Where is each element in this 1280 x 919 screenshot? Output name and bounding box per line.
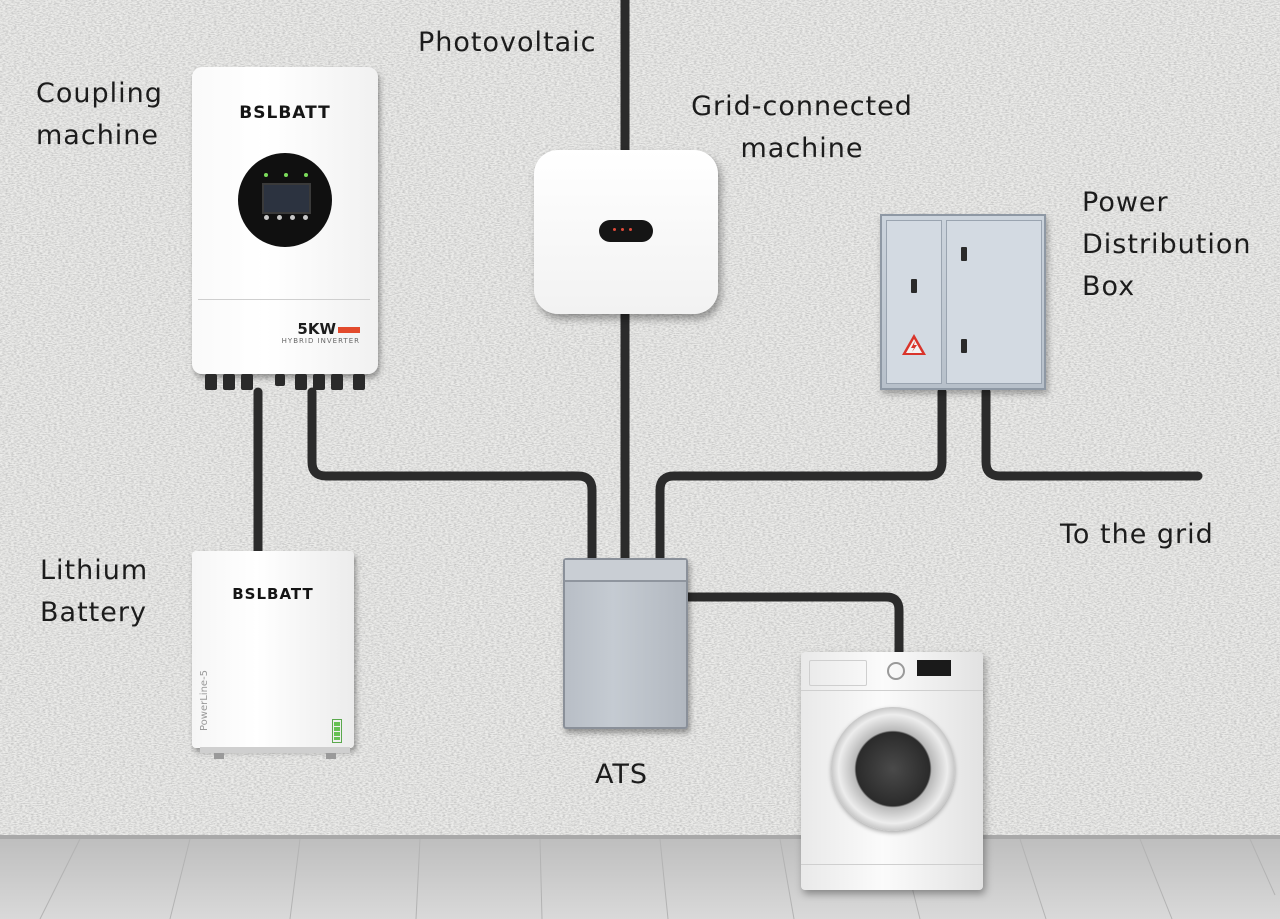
washer-dial-icon — [887, 662, 905, 680]
label-line: Box — [1082, 271, 1136, 302]
inverter-buttons — [264, 215, 308, 220]
inverter-wiring-cover: 5KW HYBRID INVERTER — [198, 299, 370, 362]
floor — [0, 835, 1280, 919]
inverter-rating-text: 5KW — [297, 320, 336, 338]
distribution-box-left-door — [886, 220, 942, 384]
label-line: Distribution — [1082, 229, 1252, 260]
label-grid-connected-machine: Grid-connected machine — [684, 86, 920, 170]
high-voltage-warning-icon — [902, 334, 926, 355]
label-line: machine — [36, 120, 160, 151]
inverter-display — [262, 183, 311, 214]
power-distribution-box — [880, 214, 1046, 390]
inverter-control-panel — [238, 153, 332, 247]
label-line: Lithium — [40, 555, 149, 586]
battery-base — [200, 747, 350, 759]
grid-connected-inverter — [534, 150, 718, 314]
battery-level-icon — [332, 719, 342, 743]
lithium-battery: BSLBATT PowerLine-5 — [192, 551, 354, 748]
label-ats: ATS — [595, 759, 649, 790]
distribution-box-right-door — [946, 220, 1042, 384]
label-line: Power — [1082, 187, 1169, 218]
inverter-brand-logo: BSLBATT — [239, 103, 331, 123]
battery-brand-logo: BSLBATT — [232, 585, 314, 603]
label-lithium-battery: Lithium Battery — [40, 550, 148, 634]
washer-detergent-drawer — [809, 660, 867, 686]
washing-machine — [801, 652, 983, 890]
label-photovoltaic: Photovoltaic — [418, 27, 597, 58]
ats-box — [563, 558, 688, 729]
grid-inverter-led-panel — [599, 220, 653, 242]
label-power-distribution-box: Power Distribution Box — [1082, 182, 1252, 308]
hybrid-inverter: BSLBATT 5KW HYBRID INVERTER — [192, 67, 378, 374]
inverter-rating: 5KW — [297, 320, 360, 338]
inverter-subtitle: HYBRID INVERTER — [281, 337, 360, 345]
battery-model-label: PowerLine-5 — [199, 669, 210, 731]
switch-icon — [911, 279, 917, 293]
inverter-connectors — [205, 374, 365, 390]
ats-lid — [565, 560, 686, 582]
label-line: machine — [740, 133, 864, 164]
label-to-the-grid: To the grid — [1060, 519, 1214, 550]
label-coupling-machine: Coupling machine — [36, 73, 163, 157]
label-line: Battery — [40, 597, 147, 628]
washer-control-panel — [801, 652, 983, 691]
washer-display — [917, 660, 951, 676]
label-line: Grid-connected — [691, 91, 913, 122]
inverter-status-leds — [264, 173, 308, 177]
switch-icon — [961, 247, 967, 261]
switch-icon — [961, 339, 967, 353]
washer-door — [831, 707, 955, 831]
washer-kickplate — [801, 864, 983, 891]
label-line: Coupling — [36, 78, 163, 109]
inverter-rating-bar — [338, 326, 360, 333]
